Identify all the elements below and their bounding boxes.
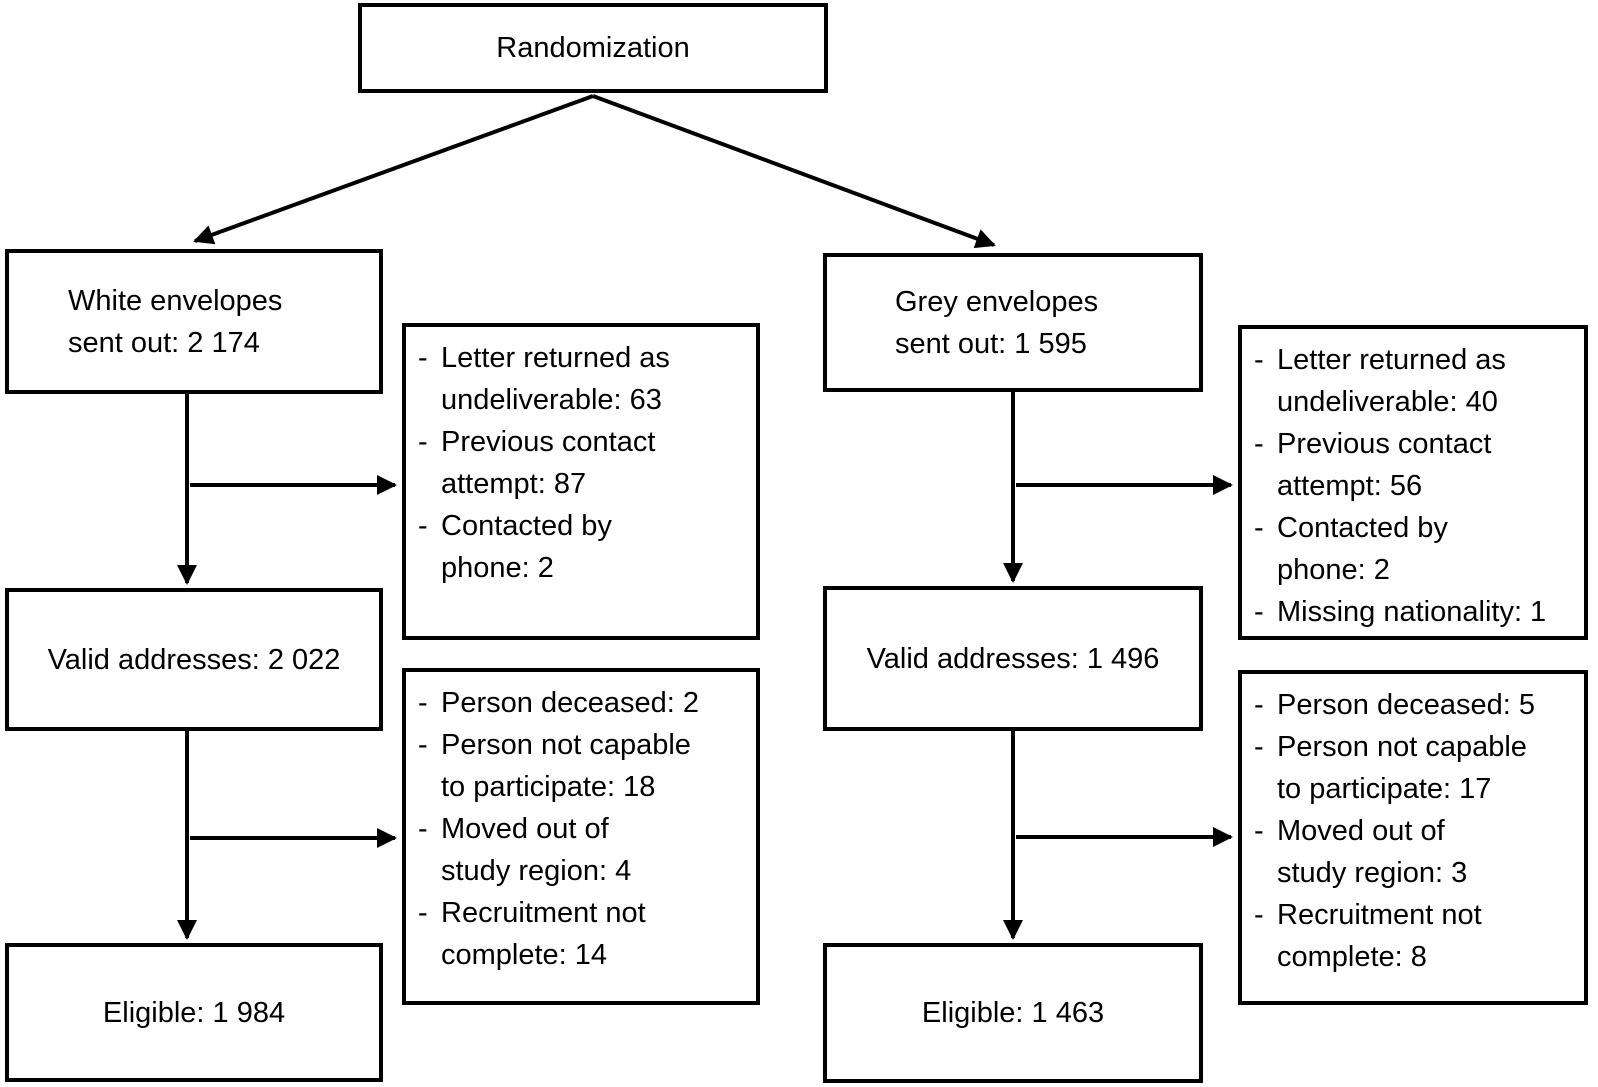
exclusion-item-text: Missing nationality: 1 <box>1277 596 1547 628</box>
exclusion-item: - Previous contact attempt: 56 <box>1254 423 1578 507</box>
dash-bullet: - <box>1254 815 1264 847</box>
exclusion-item-text: Recruitment not complete: 14 <box>441 897 646 971</box>
dash-bullet: - <box>1254 512 1264 544</box>
exclusion-item: - Person deceased: 2 <box>418 682 750 724</box>
dash-bullet: - <box>418 813 428 845</box>
grey-exclusions-after-sending-box: - Letter returned as undeliverable: 40 -… <box>1238 325 1588 640</box>
exclusion-item: - Contacted by phone: 2 <box>418 505 750 589</box>
white-sent-label: White envelopes sent out: 2 174 <box>68 284 283 359</box>
exclusion-item: - Contacted by phone: 2 <box>1254 507 1578 591</box>
grey-eligible-box: Eligible: 1 463 <box>823 943 1203 1083</box>
exclusion-item: - Recruitment not complete: 14 <box>418 892 750 976</box>
white-exclusions-after-sending-box: - Letter returned as undeliverable: 63 -… <box>402 323 760 640</box>
grey-sent-label: Grey envelopes sent out: 1 595 <box>895 285 1099 360</box>
exclusion-item-text: Moved out of study region: 3 <box>1277 815 1468 889</box>
dash-bullet: - <box>418 687 428 719</box>
exclusion-item: - Moved out of study region: 4 <box>418 808 750 892</box>
exclusion-item: - Recruitment not complete: 8 <box>1254 894 1578 978</box>
dash-bullet: - <box>1254 596 1264 628</box>
white-valid-addresses-box: Valid addresses: 2 022 <box>5 588 383 731</box>
exclusion-item-text: Previous contact attempt: 56 <box>1277 428 1492 502</box>
randomization-label: Randomization <box>496 32 690 64</box>
grey-valid-addresses-label: Valid addresses: 1 496 <box>866 642 1160 675</box>
exclusion-item: - Previous contact attempt: 87 <box>418 421 750 505</box>
exclusion-item: - Missing nationality: 1 <box>1254 591 1578 633</box>
exclusion-item-text: Person deceased: 5 <box>1277 689 1535 721</box>
dash-bullet: - <box>1254 344 1264 376</box>
dash-bullet: - <box>418 897 428 929</box>
exclusion-item-text: Contacted by phone: 2 <box>1277 512 1448 586</box>
exclusion-item-text: Moved out of study region: 4 <box>441 813 632 887</box>
exclusion-item-text: Person not capable to participate: 17 <box>1277 731 1527 805</box>
dash-bullet: - <box>1254 731 1264 763</box>
dash-bullet: - <box>1254 689 1264 721</box>
dash-bullet: - <box>1254 899 1264 931</box>
dash-bullet: - <box>418 426 428 458</box>
dash-bullet: - <box>418 510 428 542</box>
white-valid-addresses-label: Valid addresses: 2 022 <box>47 643 341 676</box>
randomization-box: Randomization <box>358 3 828 93</box>
white-eligible-label: Eligible: 1 984 <box>102 996 286 1029</box>
exclusion-item: - Moved out of study region: 3 <box>1254 810 1578 894</box>
grey-sent-box: Grey envelopes sent out: 1 595 <box>823 253 1203 392</box>
exclusion-item: - Person deceased: 5 <box>1254 684 1578 726</box>
exclusion-item-text: Person not capable to participate: 18 <box>441 729 691 803</box>
dash-bullet: - <box>1254 428 1264 460</box>
exclusion-item-text: Previous contact attempt: 87 <box>441 426 656 500</box>
exclusion-item-text: Person deceased: 2 <box>441 687 699 719</box>
grey-valid-addresses-box: Valid addresses: 1 496 <box>823 586 1203 731</box>
exclusion-item: - Letter returned as undeliverable: 63 <box>418 337 750 421</box>
dash-bullet: - <box>418 342 428 374</box>
exclusion-item-text: Letter returned as undeliverable: 40 <box>1277 344 1506 418</box>
white-exclusions-after-valid-box: - Person deceased: 2 - Person not capabl… <box>402 668 760 1005</box>
arrow-randomization-to-grey-sent <box>592 94 996 249</box>
dash-bullet: - <box>418 729 428 761</box>
exclusion-item: - Letter returned as undeliverable: 40 <box>1254 339 1578 423</box>
exclusion-item-text: Recruitment not complete: 8 <box>1277 899 1482 973</box>
exclusion-item-text: Contacted by phone: 2 <box>441 510 612 584</box>
grey-exclusions-after-valid-box: - Person deceased: 5 - Person not capabl… <box>1238 670 1588 1005</box>
white-sent-box: White envelopes sent out: 2 174 <box>5 249 383 394</box>
exclusion-item-text: Letter returned as undeliverable: 63 <box>441 342 670 416</box>
exclusion-item: - Person not capable to participate: 17 <box>1254 726 1578 810</box>
white-eligible-box: Eligible: 1 984 <box>5 943 383 1082</box>
grey-eligible-label: Eligible: 1 463 <box>921 997 1105 1029</box>
arrow-randomization-to-white-sent <box>193 94 594 245</box>
exclusion-item: - Person not capable to participate: 18 <box>418 724 750 808</box>
